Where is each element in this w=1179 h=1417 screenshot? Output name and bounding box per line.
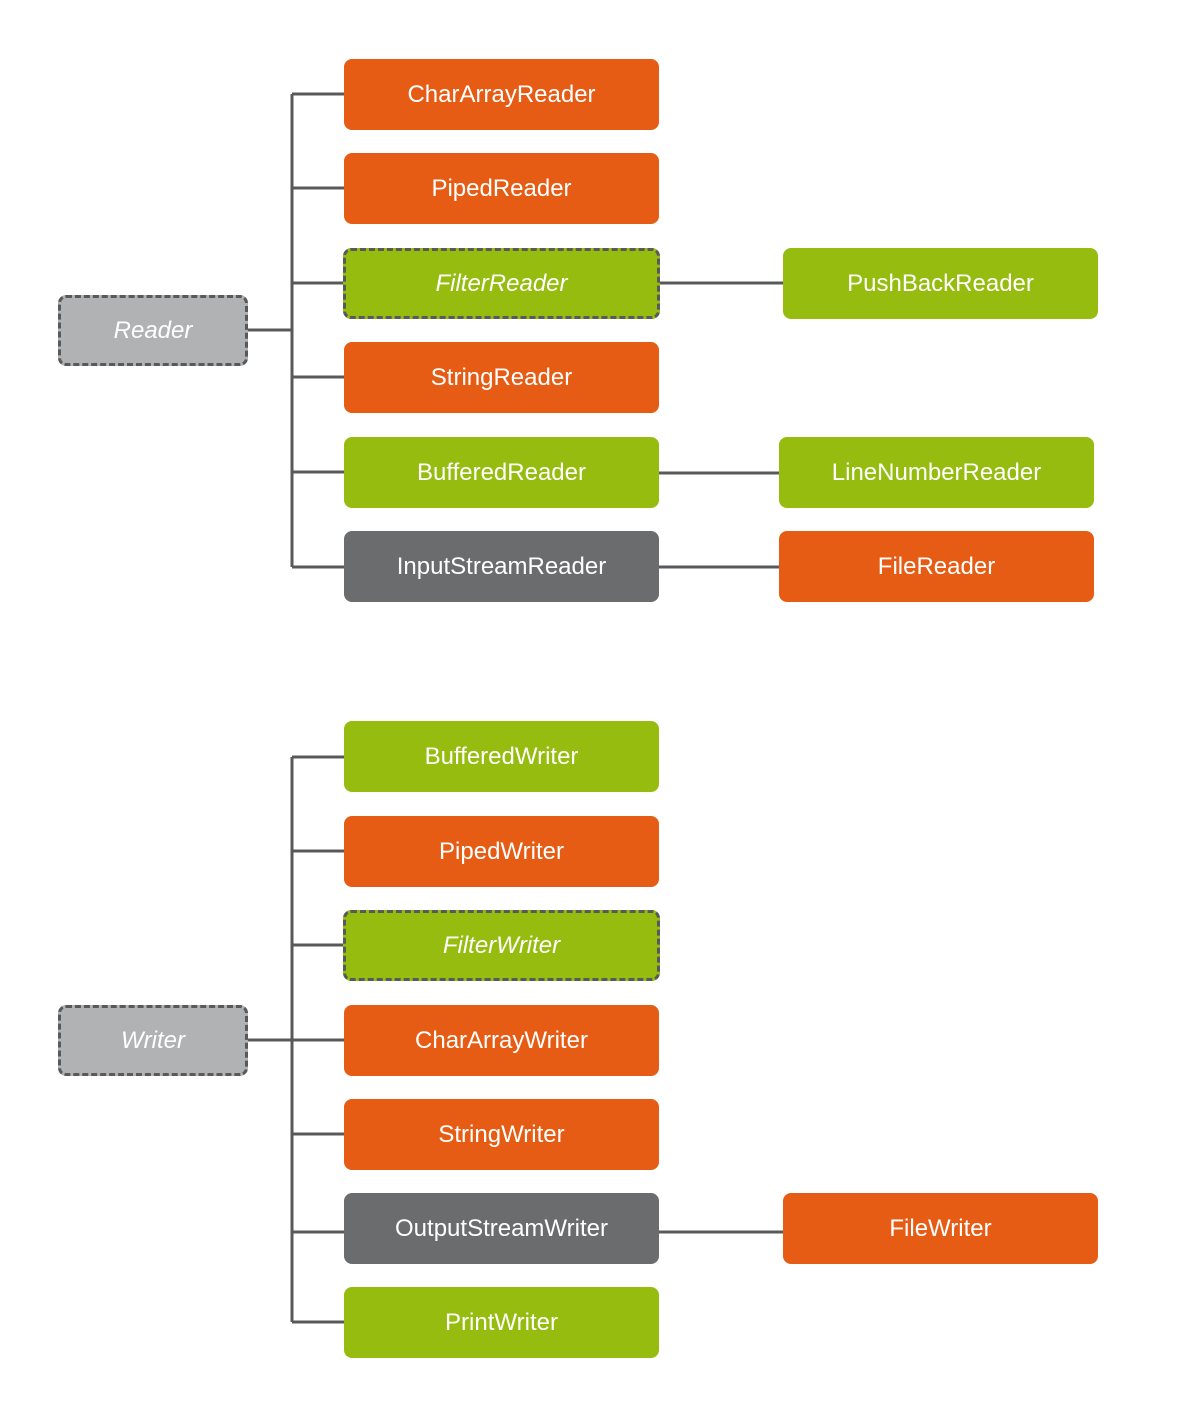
push-back-reader-node: PushBackReader [783, 248, 1098, 319]
piped-reader-node: PipedReader [344, 153, 659, 224]
output-stream-writer-node: OutputStreamWriter [344, 1193, 659, 1264]
string-reader-node: StringReader [344, 342, 659, 413]
char-array-writer-node: CharArrayWriter [344, 1005, 659, 1076]
buffered-writer-node: BufferedWriter [344, 721, 659, 792]
piped-writer-node: PipedWriter [344, 816, 659, 887]
file-writer-node: FileWriter [783, 1193, 1098, 1264]
file-reader-node: FileReader [779, 531, 1094, 602]
filter-reader-node: FilterReader [343, 248, 660, 319]
filter-writer-node: FilterWriter [343, 910, 660, 981]
string-writer-node: StringWriter [344, 1099, 659, 1170]
print-writer-node: PrintWriter [344, 1287, 659, 1358]
input-stream-reader-node: InputStreamReader [344, 531, 659, 602]
buffered-reader-node: BufferedReader [344, 437, 659, 508]
reader-node: Reader [58, 295, 248, 366]
line-number-reader-node: LineNumberReader [779, 437, 1094, 508]
writer-node: Writer [58, 1005, 248, 1076]
char-array-reader-node: CharArrayReader [344, 59, 659, 130]
